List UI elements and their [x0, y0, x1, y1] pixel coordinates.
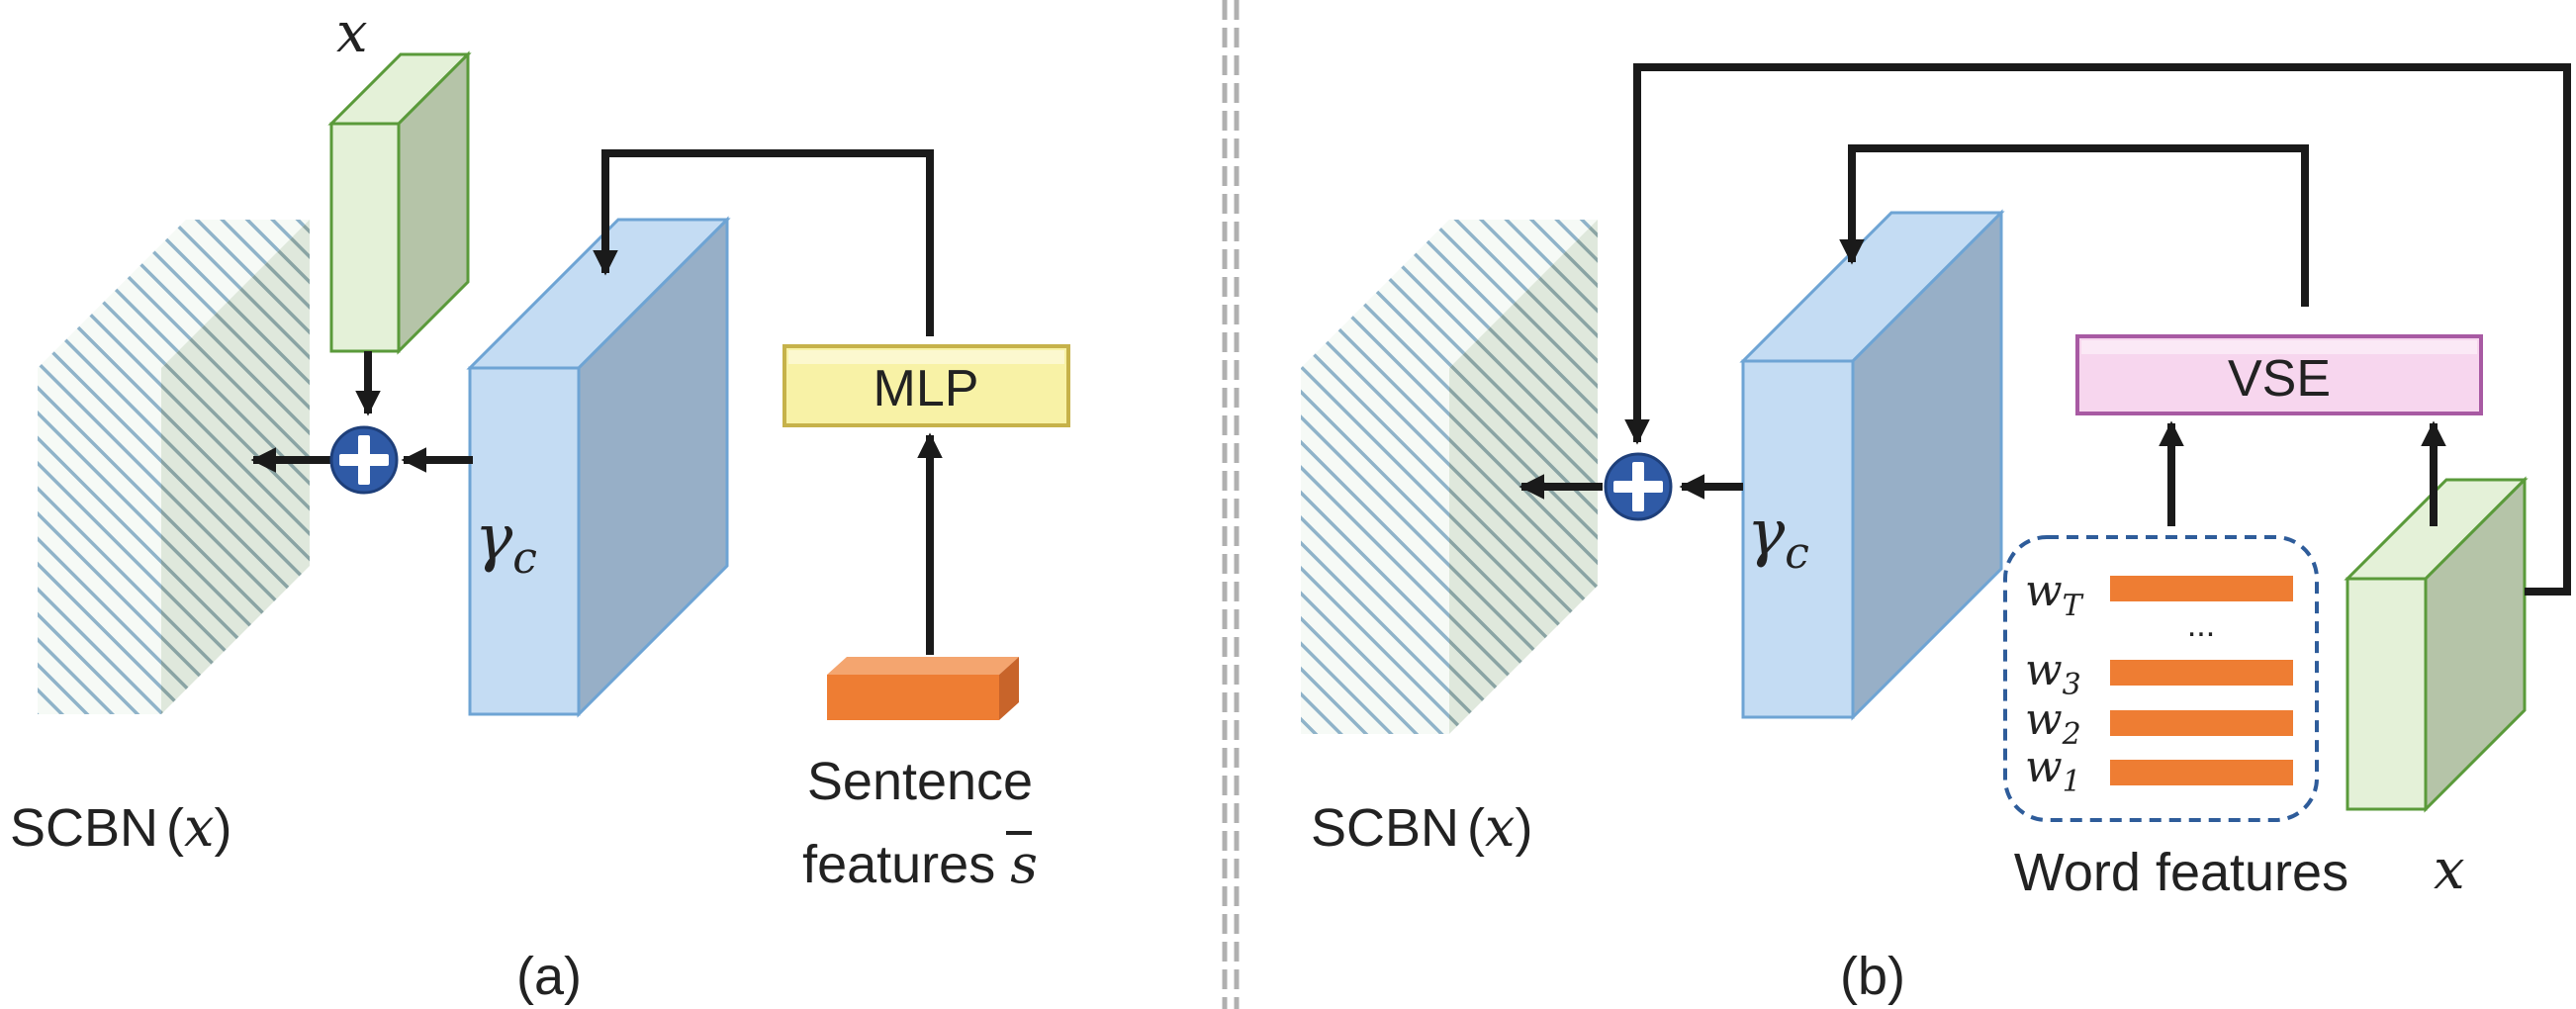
mlp-to-gamma-arrow: [593, 149, 934, 336]
word-bar-2: [2110, 710, 2293, 736]
scbn-text-a: SCBN: [10, 798, 158, 858]
word-row-label-1: w1: [2025, 742, 2081, 799]
word-ellipsis: ...: [2187, 606, 2215, 644]
word-features-box: [2003, 535, 2319, 822]
scbn-output-label-b: SCBN(x): [1311, 796, 1532, 859]
mlp-label: MLP: [874, 360, 979, 417]
caption-b: (b): [1840, 947, 1905, 1006]
vse-label: VSE: [2228, 350, 2331, 408]
x-skip-to-sum-arrow-b: [1624, 63, 2571, 596]
gamma-block-b: [1739, 209, 2005, 721]
scbn-output-label-a: SCBN(x): [10, 796, 231, 859]
caption-a: (a): [516, 947, 582, 1006]
sentence-label-line2: features s: [802, 833, 1038, 895]
scbn-text-b: SCBN: [1311, 798, 1459, 858]
gamma-sub-b: c: [1785, 528, 1809, 579]
output-feature-block-a: [38, 220, 310, 714]
gamma-block-a: [466, 216, 731, 718]
word-row-label-T: wT: [2025, 566, 2084, 623]
sum-node-a: [329, 425, 399, 495]
sentence-label-math: s: [1010, 833, 1038, 895]
word-bar-1: [2110, 760, 2293, 785]
mlp-box: [782, 344, 1070, 427]
sentence-label-line1: Sentence: [807, 752, 1033, 811]
gamma-label-a: γc: [475, 502, 537, 584]
panel-b: γc VSE x wT ... w3 w2 w1: [1301, 63, 2571, 1006]
word-row-label-2: w2: [2025, 694, 2081, 752]
vse-to-gamma-arrow: [1839, 144, 2309, 307]
scbn-arg-b: x: [1485, 796, 1515, 859]
word-row-label-3: w3: [2025, 645, 2081, 702]
sum-node-b: [1604, 452, 1673, 521]
input-x-block-b: [2344, 476, 2529, 813]
panel-a: x γc MLP: [10, 1, 1070, 1006]
word-bar-3: [2110, 660, 2293, 686]
panel-separator: [1222, 0, 1240, 1009]
gamma-base-a: γ: [475, 502, 513, 575]
x-label-b: x: [2434, 838, 2465, 902]
vse-box: [2075, 334, 2483, 415]
scbn-arg-a: x: [184, 796, 214, 859]
sentence-label-text: features: [802, 835, 1010, 894]
word-feature-rows: wT ... w3 w2 w1: [2025, 566, 2293, 799]
sentence-feature-bar: [827, 657, 1019, 720]
output-feature-block-b: [1301, 220, 1598, 734]
word-features-label: Word features: [2014, 843, 2348, 902]
x-label-a: x: [336, 1, 368, 65]
word-bar-T: [2110, 576, 2293, 601]
gamma-base-b: γ: [1747, 497, 1786, 570]
gamma-sub-a: c: [512, 533, 537, 584]
input-x-block-a: [327, 50, 472, 355]
gamma-label-b: γc: [1747, 497, 1809, 579]
